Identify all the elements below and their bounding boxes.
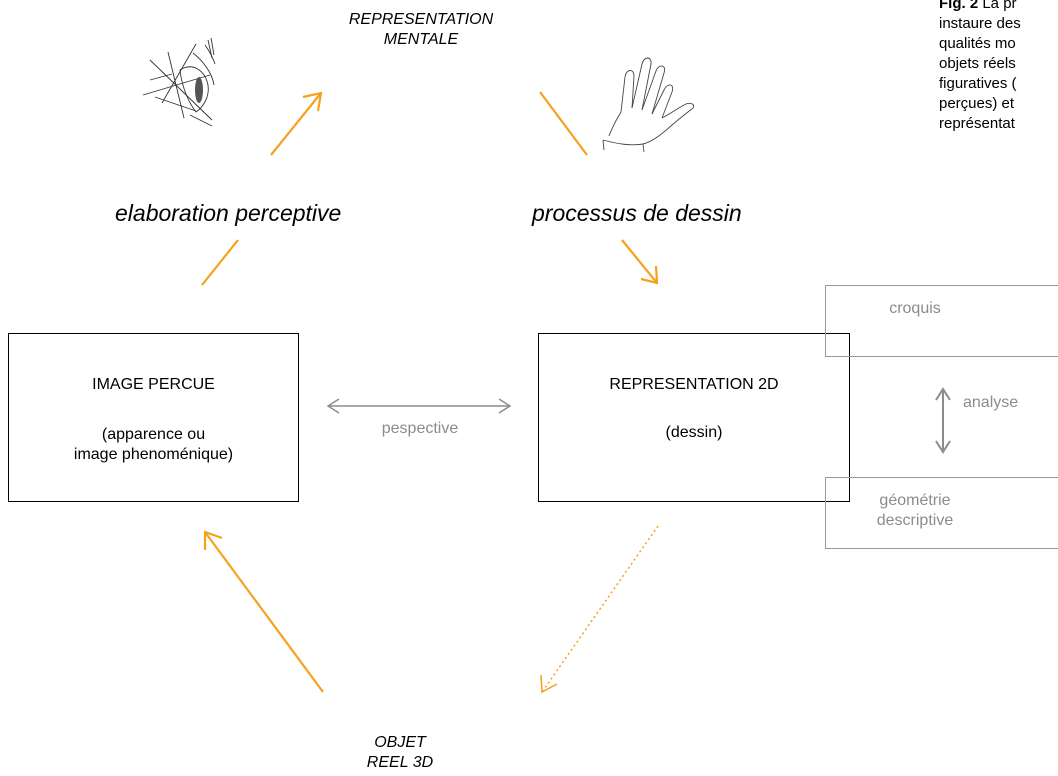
geometrie-label-line-2: descriptive — [876, 512, 954, 529]
dotted-arrowhead — [540, 674, 558, 694]
elaboration-arrowhead — [302, 91, 323, 112]
elaboration-arrow-lower — [201, 239, 239, 286]
caption-line-5: figuratives ( — [939, 75, 1017, 92]
croquis-box — [825, 285, 1058, 357]
figure-caption: Fig. 2 La pr instaure des qualités mo ob… — [939, 0, 1058, 134]
dessin-arrowhead — [640, 265, 659, 285]
top-title-line-2: MENTALE — [383, 31, 459, 48]
perspective-arrowhead-right — [498, 398, 512, 414]
image-percue-box — [8, 333, 299, 502]
caption-fig-label: Fig. 2 — [939, 0, 979, 12]
perspective-arrowhead-left — [326, 398, 340, 414]
dessin-to-objet-dotted-arrow — [541, 525, 659, 693]
caption-line-4: objets réels — [939, 55, 1016, 72]
bottom-title-line-2: REEL 3D — [366, 754, 434, 771]
image-percue-title: IMAGE PERCUE — [92, 376, 215, 393]
dessin-arrow-upper — [539, 91, 588, 156]
geometrie-label: géométrie descriptive — [825, 491, 1005, 531]
croquis-label: croquis — [889, 300, 941, 317]
geometrie-box — [825, 477, 1058, 549]
elaboration-arrow-upper — [270, 92, 322, 156]
analyse-arrowhead-bottom — [935, 440, 951, 454]
top-title: REPRESENTATION MENTALE — [316, 10, 526, 50]
caption-line-7: représentat — [939, 115, 1015, 132]
eye-sketch-icon — [142, 37, 216, 127]
hand-sketch-icon — [602, 57, 695, 153]
analyse-arrowhead-top — [935, 387, 951, 401]
top-title-line-1: REPRESENTATION — [348, 11, 494, 28]
perspective-label: pespective — [381, 420, 459, 437]
left-phase-label: elaboration perceptive — [115, 200, 342, 226]
caption-line-6: perçues) et — [939, 95, 1015, 112]
caption-line-1: Fig. 2 La pr — [939, 0, 1058, 14]
image-percue-subtitle: (apparence ou image phenoménique) — [8, 425, 299, 465]
objet-to-image-arrowhead — [203, 530, 223, 550]
bottom-title-line-1: OBJET — [374, 734, 426, 751]
caption-line-2: instaure des — [939, 15, 1021, 32]
analyse-label: analyse — [963, 394, 1019, 411]
right-phase-label: processus de dessin — [532, 200, 742, 226]
representation-2d-subtitle: (dessin) — [665, 424, 723, 441]
caption-line-1-text: La pr — [978, 0, 1017, 12]
caption-line-3: qualités mo — [939, 35, 1016, 52]
bottom-title: OBJET REEL 3D — [330, 733, 470, 773]
objet-to-image-arrow — [204, 531, 324, 693]
representation-2d-box — [538, 333, 850, 502]
geometrie-label-line-1: géométrie — [879, 492, 951, 509]
representation-2d-title: REPRESENTATION 2D — [609, 376, 779, 393]
image-percue-subtitle-line-1: (apparence ou — [101, 426, 206, 443]
image-percue-subtitle-line-2: image phenoménique) — [73, 446, 234, 463]
dessin-arrow-lower — [621, 239, 658, 284]
